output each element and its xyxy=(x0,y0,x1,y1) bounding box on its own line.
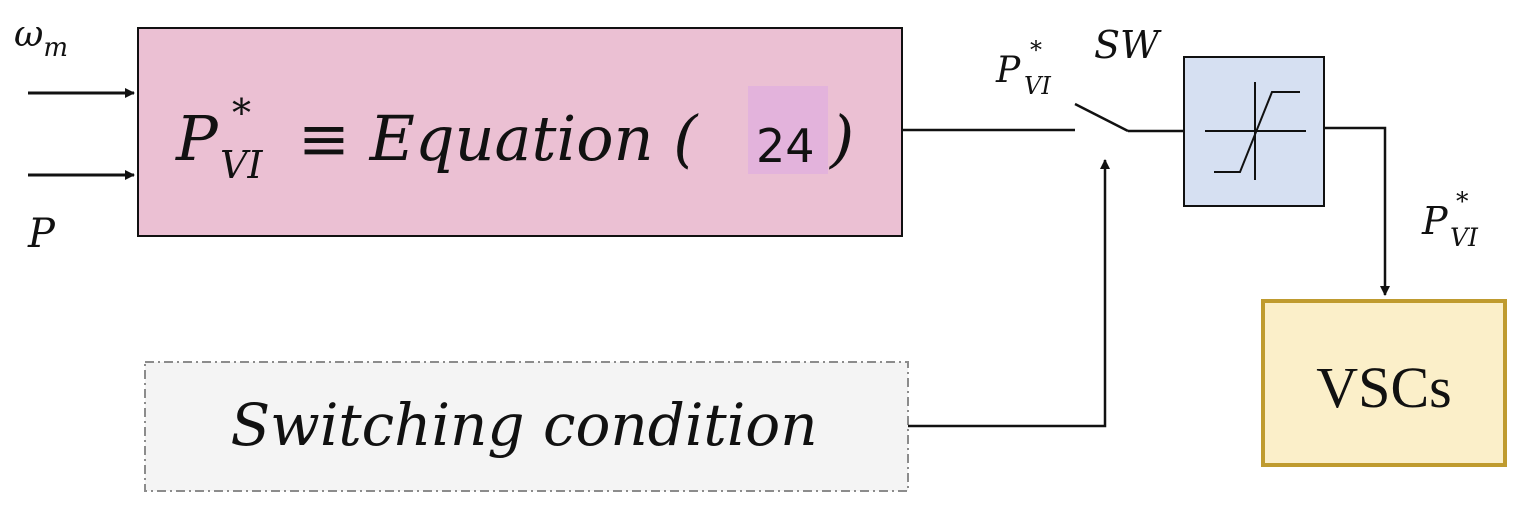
saturation-icon xyxy=(1205,82,1306,180)
switching-condition-box xyxy=(144,361,909,492)
equation-close-paren: ) xyxy=(828,102,854,175)
omega-m-label: ωm xyxy=(14,14,68,63)
vsc-block-label: VSCs xyxy=(1316,355,1451,420)
equation-number-highlight xyxy=(748,86,828,174)
equation-number: 24 xyxy=(756,119,815,173)
output-p-vi-label: P*VI xyxy=(1421,187,1479,252)
switch-label: SW xyxy=(1094,23,1162,67)
vsc-block-box xyxy=(1261,299,1507,467)
switching-condition-label: Switching condition xyxy=(230,391,817,459)
condition-to-switch-line xyxy=(908,159,1110,428)
saturation-to-vsc-line xyxy=(1324,126,1390,296)
switch-sw xyxy=(1074,102,1184,133)
switching-condition-block: Switching condition xyxy=(144,361,909,492)
switch-input-p-vi-label: P*VI xyxy=(995,36,1051,100)
equation-relation-text: ≡ Equation ( xyxy=(298,102,699,175)
equation-block: P*VI ≡ Equation ( 24 ) xyxy=(137,27,903,237)
switch-blade xyxy=(1074,102,1129,133)
power-input-label: P xyxy=(27,211,56,257)
vsc-block: VSCs xyxy=(1261,299,1507,467)
equation-p-vi-symbol: P*VI xyxy=(175,91,263,187)
saturation-block xyxy=(1183,56,1325,207)
